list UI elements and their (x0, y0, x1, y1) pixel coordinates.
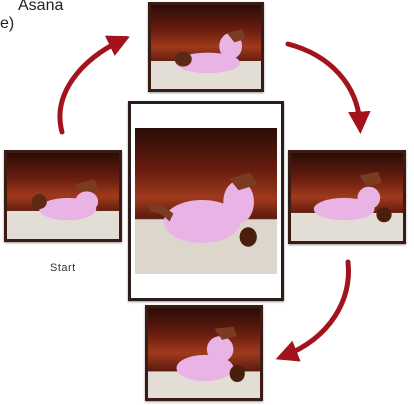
pose-photo-left (4, 150, 122, 242)
pose-photo-bottom (145, 305, 263, 401)
arrow-right-to-bottom (284, 262, 348, 356)
start-label: Start (50, 262, 76, 274)
title-fragment-2: e) (0, 15, 14, 33)
arrow-top-to-right (288, 44, 360, 125)
pose-photo-right (288, 150, 406, 244)
pose-photo-top (148, 2, 264, 92)
title-fragment-1: Asana (18, 0, 63, 15)
arrow-left-to-top (60, 40, 122, 132)
pose-photo-center-image (135, 128, 277, 274)
pose-photo-center (128, 101, 284, 301)
